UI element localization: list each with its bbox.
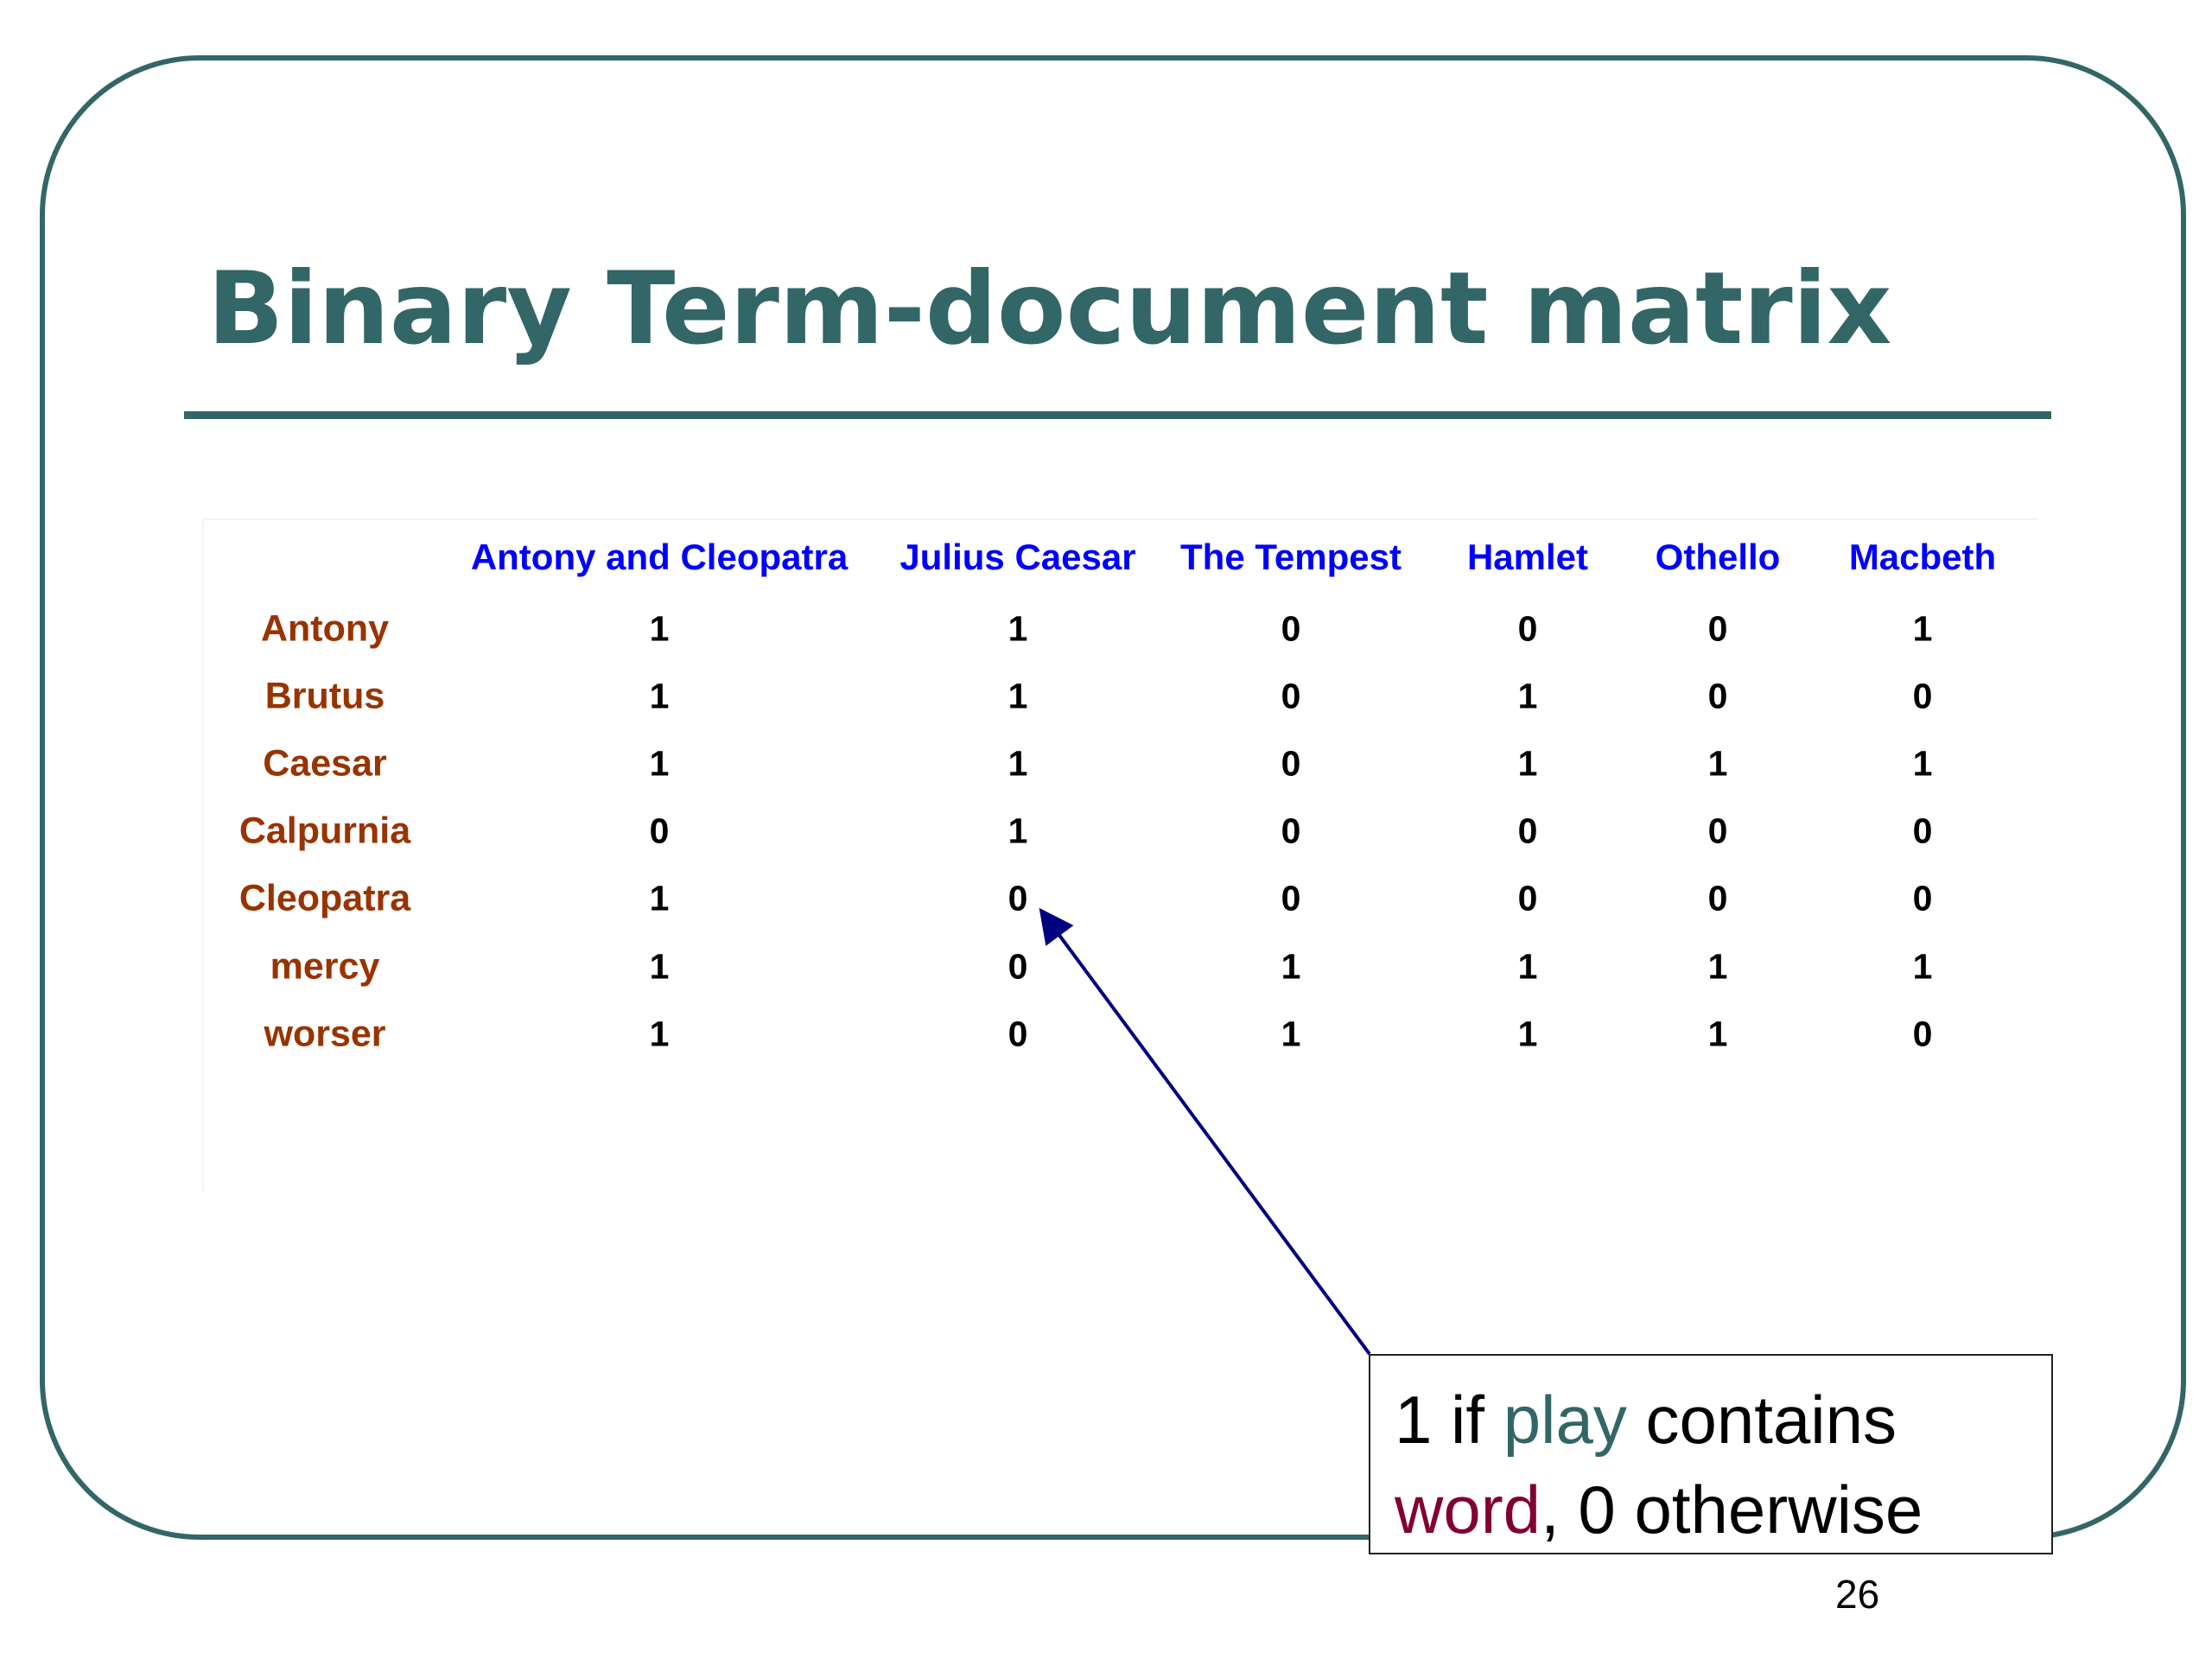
matrix-cell: 1	[1517, 1014, 1538, 1054]
callout-text: , 0 otherwise	[1541, 1471, 1923, 1548]
matrix-cell: 1	[1912, 608, 1933, 649]
matrix-cell: 0	[1281, 743, 1301, 784]
row-header: mercy	[270, 945, 380, 988]
matrix-panel	[202, 518, 2038, 1192]
page-number: 26	[1835, 1572, 1880, 1617]
callout-line-2: word, 0 otherwise	[1395, 1465, 2051, 1554]
slide-title: Binary Term-document matrix	[207, 251, 1892, 367]
matrix-cell: 0	[1007, 878, 1028, 918]
column-header: Hamlet	[1466, 537, 1589, 577]
matrix-cell: 0	[1517, 608, 1538, 649]
row-header: Brutus	[264, 675, 385, 717]
matrix-cell: 0	[649, 810, 670, 851]
matrix-cell: 0	[1912, 810, 1933, 851]
row-header: Calpurnia	[238, 810, 411, 852]
callout-line-1: 1 if play contains	[1395, 1375, 2051, 1465]
matrix-cell: 0	[1707, 608, 1728, 649]
callout-word-word: word	[1395, 1471, 1541, 1548]
matrix-cell: 0	[1007, 1014, 1028, 1054]
matrix-cell: 1	[1281, 946, 1301, 987]
matrix-cell: 1	[1281, 1014, 1301, 1054]
column-header: The Tempest	[1180, 537, 1402, 577]
matrix-cell: 1	[649, 878, 670, 918]
matrix-cell: 1	[1707, 946, 1728, 987]
matrix-cell: 0	[1281, 878, 1301, 918]
column-header: Julius Caesar	[899, 537, 1136, 577]
matrix-cell: 1	[649, 743, 670, 784]
column-header: Macbeth	[1848, 537, 1997, 577]
slide-frame	[40, 55, 2186, 1540]
matrix-cell: 1	[1007, 608, 1028, 649]
matrix-cell: 1	[1517, 946, 1538, 987]
matrix-cell: 1	[649, 676, 670, 716]
matrix-cell: 1	[1912, 743, 1933, 784]
matrix-cell: 0	[1912, 1014, 1933, 1054]
matrix-cell: 1	[1517, 743, 1538, 784]
matrix-cell: 1	[649, 608, 670, 649]
matrix-cell: 1	[1007, 743, 1028, 784]
callout-box: 1 if play contains word, 0 otherwise	[1369, 1354, 2053, 1554]
matrix-cell: 0	[1912, 676, 1933, 716]
row-header: Cleopatra	[238, 877, 411, 919]
matrix-cell: 1	[649, 946, 670, 987]
matrix-cell: 0	[1281, 810, 1301, 851]
matrix-cell: 0	[1707, 810, 1728, 851]
matrix-cell: 0	[1707, 676, 1728, 716]
column-header: Antony and Cleopatra	[470, 537, 849, 577]
matrix-cell: 0	[1281, 676, 1301, 716]
matrix-cell: 1	[1912, 946, 1933, 987]
matrix-cell: 1	[1007, 676, 1028, 716]
matrix-cell: 1	[1007, 810, 1028, 851]
row-header: worser	[264, 1013, 386, 1055]
matrix-cell: 1	[1707, 1014, 1728, 1054]
row-header: Caesar	[263, 742, 387, 785]
matrix-cell: 0	[1007, 946, 1028, 987]
matrix-cell: 0	[1517, 878, 1538, 918]
matrix-cell: 1	[1707, 743, 1728, 784]
callout-text: 1 if	[1395, 1382, 1503, 1458]
callout-text: contains	[1626, 1382, 1897, 1458]
row-header: Antony	[260, 607, 390, 650]
matrix-cell: 0	[1912, 878, 1933, 918]
matrix-cell: 1	[649, 1014, 670, 1054]
matrix-cell: 0	[1707, 878, 1728, 918]
matrix-cell: 0	[1281, 608, 1301, 649]
callout-play-word: play	[1503, 1382, 1627, 1458]
matrix-cell: 1	[1517, 676, 1538, 716]
column-header: Othello	[1655, 537, 1781, 577]
title-underline	[184, 411, 2051, 419]
matrix-cell: 0	[1517, 810, 1538, 851]
